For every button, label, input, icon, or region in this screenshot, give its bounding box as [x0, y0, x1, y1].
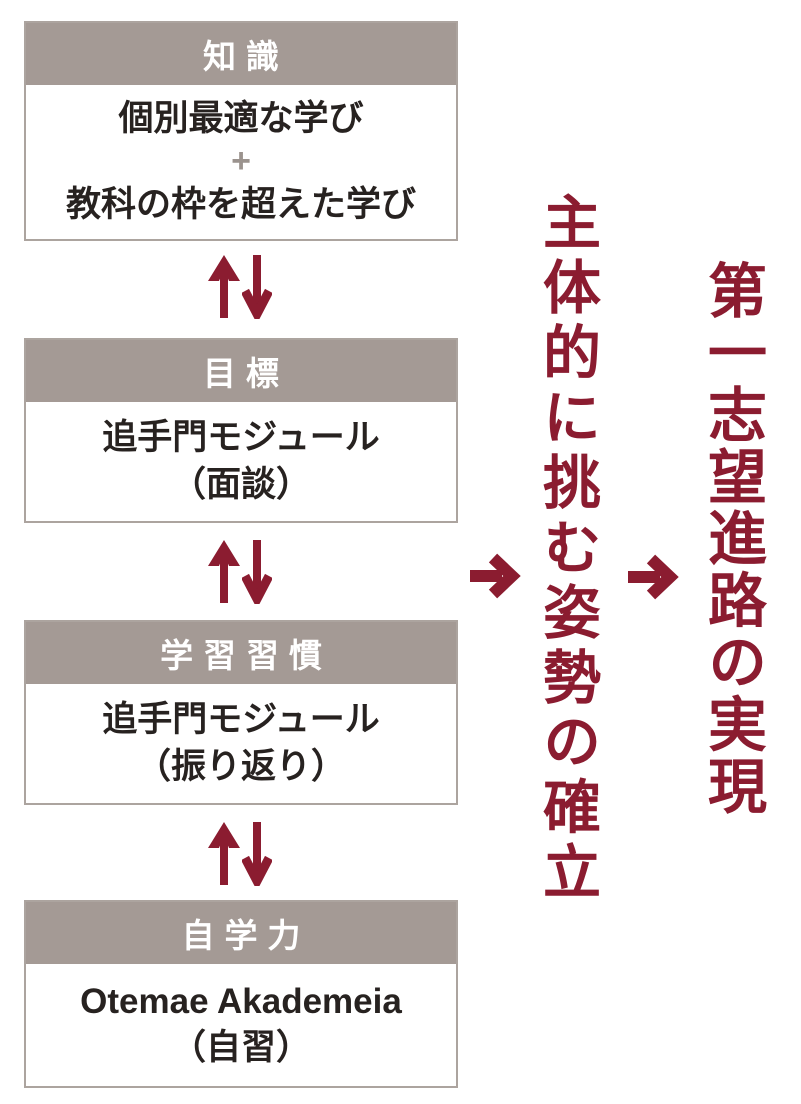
selflearn-line-1: Otemae Akademeia — [80, 981, 402, 1021]
habit-line-2: （振り返り） — [135, 746, 346, 786]
knowledge-line-2: 教科の枠を超えた学び — [65, 184, 416, 224]
goal-line-2: （面談） — [170, 464, 311, 504]
box-study-habit-body: 追手門モジュール （振り返り） — [26, 684, 456, 803]
box-goal-body: 追手門モジュール （面談） — [26, 402, 456, 521]
updown-arrows-1 — [208, 255, 272, 319]
up-arrow-icon — [208, 540, 240, 603]
box-self-learning-header: 自学力 — [26, 902, 456, 964]
box-goal-header: 目標 — [26, 340, 456, 402]
box-goal: 目標 追手門モジュール （面談） — [24, 338, 458, 523]
up-arrow-icon — [208, 822, 240, 885]
habit-line-1: 追手門モジュール — [102, 700, 380, 740]
right-arrow-icon — [628, 554, 679, 600]
updown-arrows-3 — [208, 822, 272, 886]
box-self-learning-body: Otemae Akademeia （自習） — [26, 964, 456, 1086]
box-knowledge-body: 個別最適な学び + 教科の枠を超えた学び — [26, 85, 456, 239]
box-study-habit-header: 学習習慣 — [26, 622, 456, 684]
down-arrow-icon — [242, 255, 272, 319]
proactive-attitude-text: 主体的に挑む姿勢の確立 — [534, 192, 599, 907]
box-knowledge-header: 知識 — [26, 23, 456, 85]
selflearn-line-2: （自習） — [170, 1028, 311, 1067]
box-knowledge: 知識 個別最適な学び + 教科の枠を超えた学び — [24, 21, 458, 241]
box-self-learning: 自学力 Otemae Akademeia （自習） — [24, 900, 458, 1088]
down-arrow-icon — [242, 822, 272, 886]
box-study-habit: 学習習慣 追手門モジュール （振り返り） — [24, 620, 458, 805]
goal-line-1: 追手門モジュール — [102, 418, 380, 458]
plus-icon: + — [231, 142, 251, 181]
up-arrow-icon — [208, 255, 240, 318]
down-arrow-icon — [242, 540, 272, 604]
right-arrow-icon — [470, 553, 521, 599]
knowledge-line-1: 個別最適な学び — [118, 99, 364, 139]
updown-arrows-2 — [208, 540, 272, 604]
first-choice-path-text: 第一志望進路の実現 — [699, 260, 765, 818]
